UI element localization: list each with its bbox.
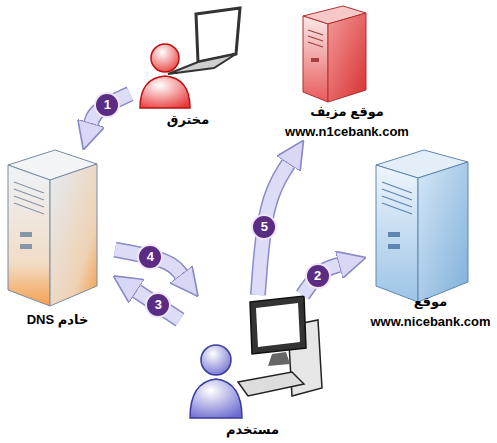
- fake-server-icon: [303, 6, 366, 102]
- callout-number: 1: [94, 92, 120, 118]
- dns-server-node: خادم DNS: [0, 148, 115, 330]
- fake-site-node: موقع مزيفwww.n1cebank.com: [284, 4, 410, 142]
- callout-number: 5: [251, 214, 277, 240]
- arrow-outline: [137, 291, 180, 320]
- bank-server-icon: [376, 150, 468, 302]
- attacker-node: مخترق: [130, 4, 246, 130]
- node-label: www.n1cebank.com: [285, 122, 409, 142]
- connector-arrow: [137, 291, 180, 320]
- arrow-body: [137, 291, 180, 320]
- node-label: خادم DNS: [27, 310, 89, 330]
- dns-server-icon: [8, 150, 97, 306]
- laptop-icon: [168, 8, 240, 74]
- node-label: موقع مزيف: [310, 102, 384, 122]
- user-computer-icon: [238, 296, 322, 396]
- bank-site-node: موقعwww.nicebank.com: [364, 148, 497, 332]
- node-label: موقع: [414, 292, 448, 312]
- node-label: www.nicebank.com: [370, 312, 490, 332]
- callout-number: 2: [305, 263, 331, 289]
- callout-number: 4: [137, 244, 163, 270]
- callout-number: 3: [145, 292, 171, 318]
- node-label: مخترق: [167, 110, 209, 130]
- attacker-person: [140, 44, 190, 108]
- user-node: مستخدم: [180, 295, 325, 440]
- user-person: [190, 345, 242, 418]
- node-label: مستخدم: [226, 420, 279, 440]
